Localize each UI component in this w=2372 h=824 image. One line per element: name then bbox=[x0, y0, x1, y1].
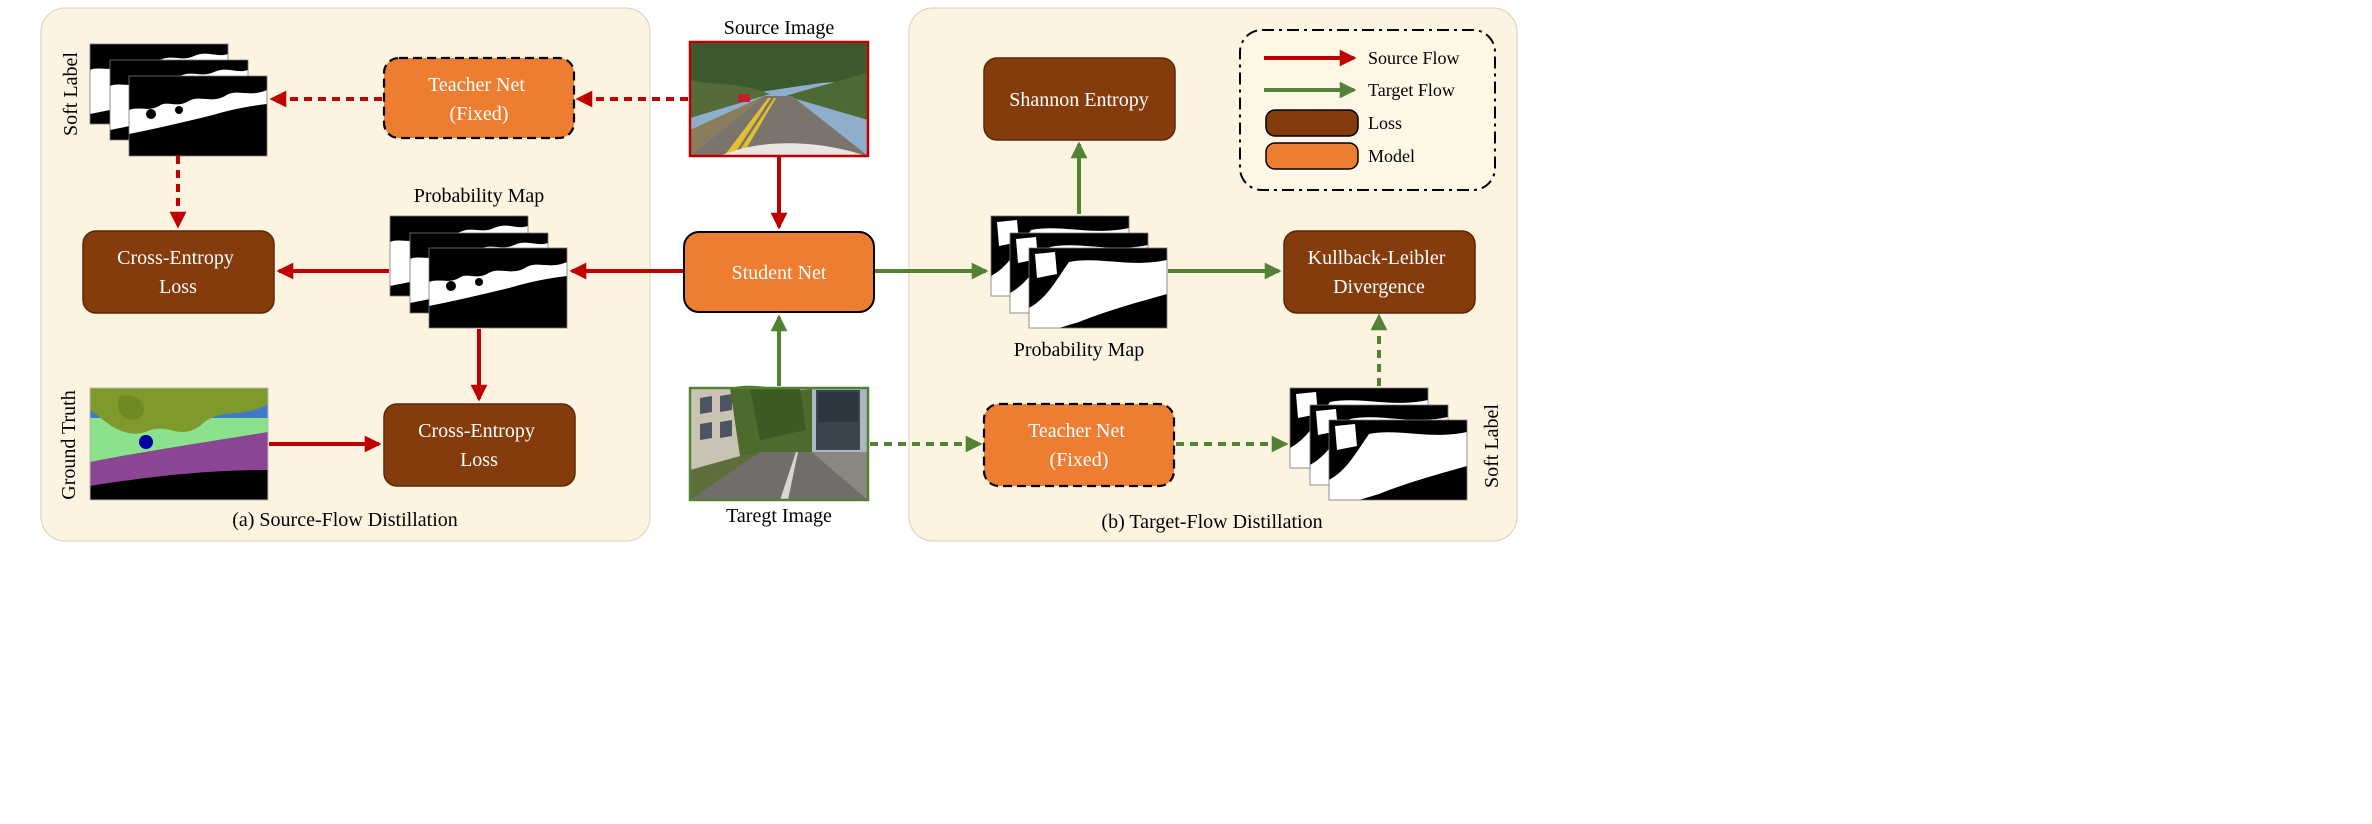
legend: Source Flow Target Flow Loss Model bbox=[1239, 29, 1496, 191]
source-image bbox=[688, 40, 870, 158]
target-image-label: Taregt Image bbox=[726, 505, 832, 527]
prob-map-left-label: Probability Map bbox=[414, 185, 545, 207]
teacher-net-target-line-2: (Fixed) bbox=[1050, 449, 1109, 471]
source-panel-caption: (a) Source-Flow Distillation bbox=[232, 509, 458, 531]
soft-label-left-text: Soft Label bbox=[60, 52, 82, 136]
student-net-box bbox=[683, 231, 875, 313]
cross-entropy-loss-top-line-2: Loss bbox=[159, 276, 197, 298]
kl-divergence-label: Kullback-Leibler Divergence bbox=[1308, 247, 1451, 298]
teacher-net-source-label: Teacher Net (Fixed) bbox=[428, 74, 530, 125]
teacher-net-target-box bbox=[982, 402, 1176, 488]
kl-divergence-box bbox=[1283, 230, 1476, 314]
legend-source-flow-label: Source Flow bbox=[1368, 48, 1460, 68]
soft-label-right-text: Soft Label bbox=[1481, 404, 1503, 488]
cross-entropy-loss-top-box bbox=[82, 230, 275, 314]
probability-map-stack-left bbox=[389, 215, 568, 329]
cross-entropy-loss-bottom-line-1: Cross-Entropy bbox=[418, 420, 535, 442]
cross-entropy-loss-top-label: Cross-Entropy Loss bbox=[117, 247, 239, 298]
target-panel-caption: (b) Target-Flow Distillation bbox=[1101, 511, 1322, 533]
cross-entropy-loss-top-line-1: Cross-Entropy bbox=[117, 247, 234, 269]
teacher-net-target-label: Teacher Net (Fixed) bbox=[1028, 420, 1130, 471]
teacher-net-source-box bbox=[382, 56, 576, 140]
kl-divergence-line-2: Divergence bbox=[1333, 276, 1425, 298]
shannon-entropy-box bbox=[983, 57, 1176, 141]
prob-map-right-label: Probability Map bbox=[1014, 339, 1145, 361]
legend-loss-swatch bbox=[1265, 109, 1359, 137]
target-image bbox=[688, 385, 870, 502]
source-image-label: Source Image bbox=[724, 17, 835, 39]
teacher-net-source-line-1: Teacher Net bbox=[428, 74, 525, 96]
legend-model-label: Model bbox=[1368, 146, 1415, 166]
probability-map-stack-right bbox=[990, 215, 1168, 329]
kl-divergence-line-1: Kullback-Leibler bbox=[1308, 247, 1446, 269]
soft-label-stack-right bbox=[1289, 387, 1468, 501]
legend-loss-label: Loss bbox=[1368, 113, 1402, 133]
student-net-label: Student Net bbox=[732, 262, 827, 284]
ground-truth-label: Ground Truth bbox=[58, 390, 80, 499]
legend-model-swatch bbox=[1265, 142, 1359, 170]
teacher-net-source-line-2: (Fixed) bbox=[450, 103, 509, 125]
teacher-net-target-line-1: Teacher Net bbox=[1028, 420, 1125, 442]
soft-label-stack-left bbox=[89, 43, 268, 157]
ground-truth-image bbox=[89, 387, 269, 501]
legend-target-flow-label: Target Flow bbox=[1368, 80, 1455, 100]
shannon-entropy-label: Shannon Entropy bbox=[1009, 89, 1148, 111]
cross-entropy-loss-bottom-box bbox=[383, 403, 576, 487]
cross-entropy-loss-bottom-line-2: Loss bbox=[460, 449, 498, 471]
cross-entropy-loss-bottom-label: Cross-Entropy Loss bbox=[418, 420, 540, 471]
